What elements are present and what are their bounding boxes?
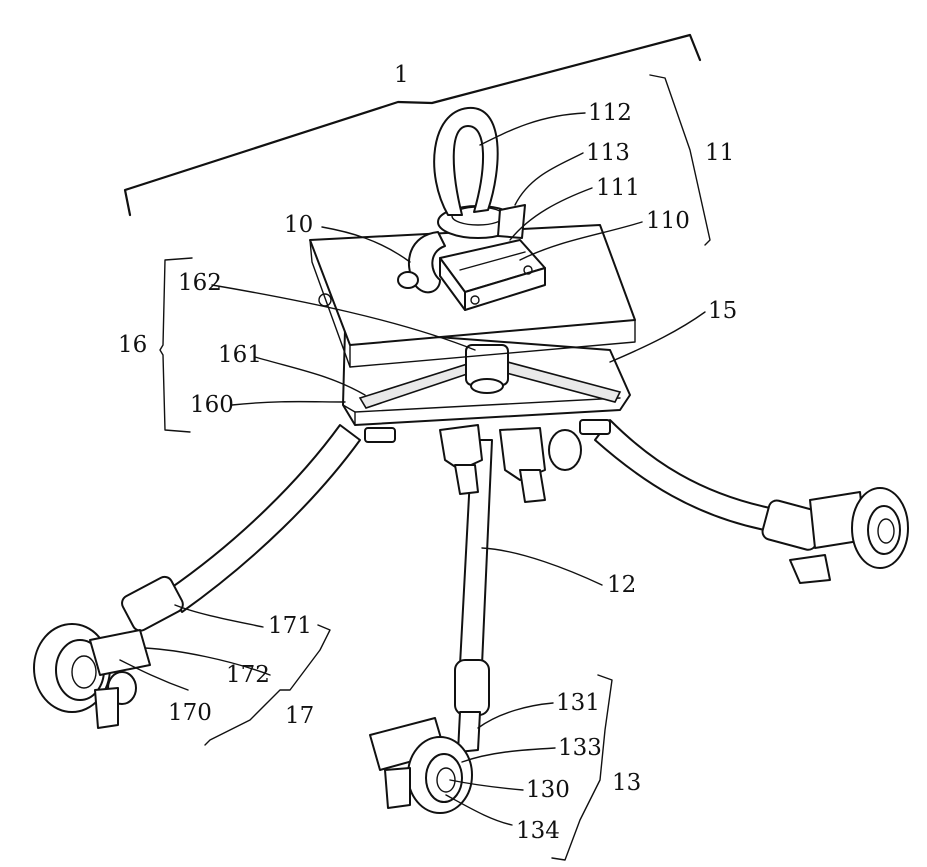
label-12: 12 bbox=[607, 572, 636, 598]
label-11: 11 bbox=[705, 140, 734, 166]
label-110: 110 bbox=[646, 208, 690, 234]
label-10: 10 bbox=[284, 212, 313, 238]
label-161: 161 bbox=[218, 342, 262, 368]
label-130: 130 bbox=[526, 777, 570, 803]
label-17: 17 bbox=[285, 703, 314, 729]
leg-left bbox=[168, 425, 360, 612]
label-16: 16 bbox=[118, 332, 147, 358]
left-foot bbox=[34, 574, 186, 728]
center-spindle bbox=[466, 345, 508, 393]
label-113: 113 bbox=[586, 140, 630, 166]
label-13: 13 bbox=[612, 770, 641, 796]
lifting-eye bbox=[434, 108, 498, 215]
label-171: 171 bbox=[268, 613, 312, 639]
label-170: 170 bbox=[168, 700, 212, 726]
label-172: 172 bbox=[226, 662, 270, 688]
label-131: 131 bbox=[556, 690, 600, 716]
label-15: 15 bbox=[708, 298, 737, 324]
leg-right bbox=[595, 420, 780, 532]
label-160: 160 bbox=[190, 392, 234, 418]
label-1: 1 bbox=[394, 62, 409, 88]
label-134: 134 bbox=[516, 818, 560, 844]
label-112: 112 bbox=[588, 100, 632, 126]
label-111: 111 bbox=[596, 175, 640, 201]
label-133: 133 bbox=[558, 735, 602, 761]
label-162: 162 bbox=[178, 270, 222, 296]
center-foot bbox=[370, 660, 489, 813]
right-foot bbox=[761, 488, 908, 583]
